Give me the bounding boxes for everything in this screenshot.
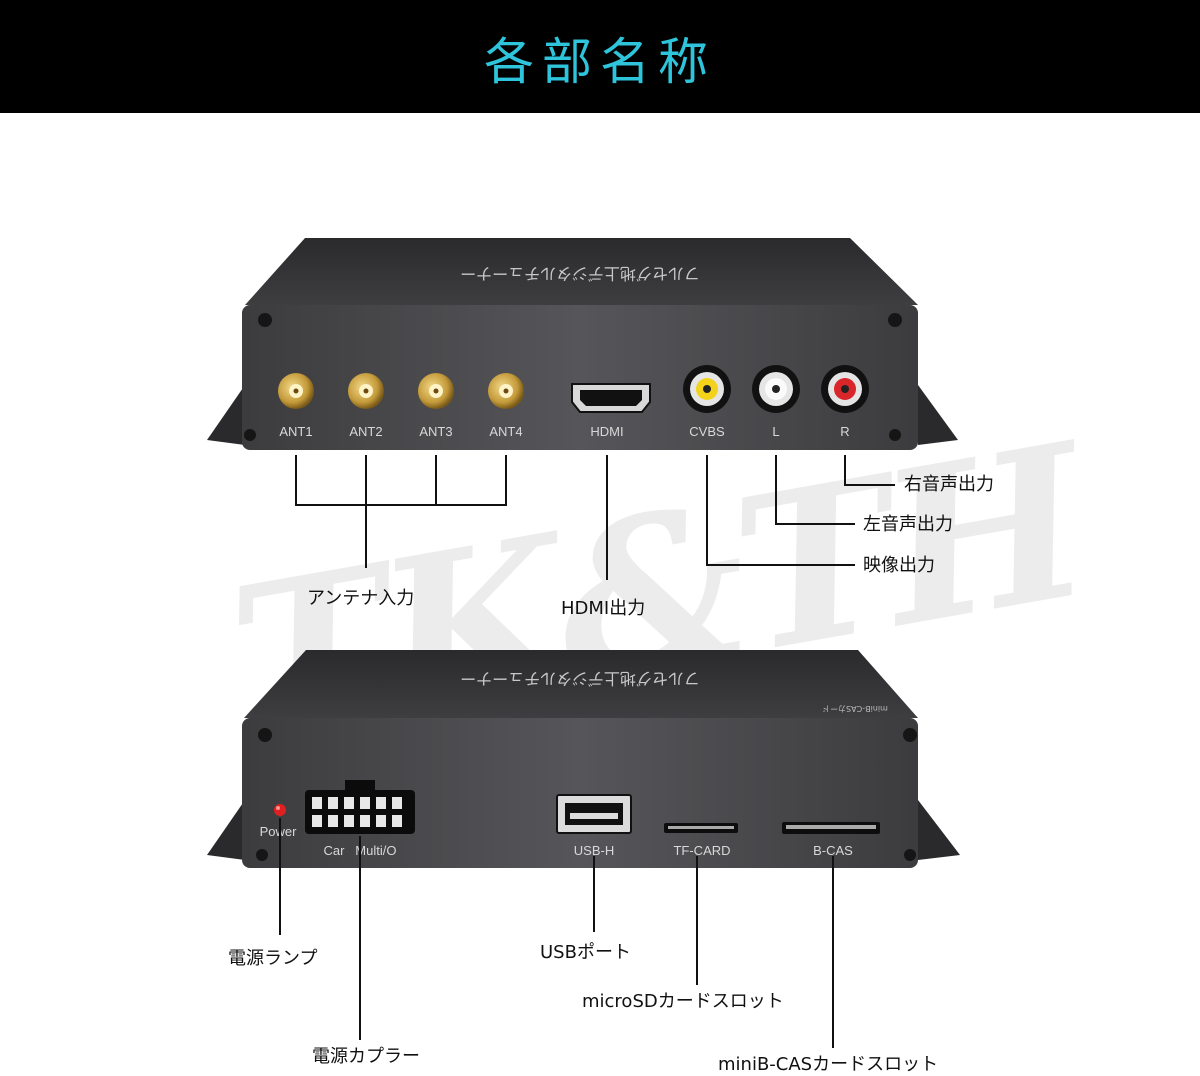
ant4-connector[interactable] xyxy=(488,373,524,409)
callout-minibcas-slot: miniB-CASカードスロット xyxy=(718,1054,939,1075)
page-title: 各部名称 xyxy=(484,33,716,91)
callout-power-lamp: 電源ランプ xyxy=(228,948,318,969)
power-led xyxy=(274,804,286,816)
mount-flange-right xyxy=(918,385,958,445)
top-surface xyxy=(244,650,918,718)
mount-flange-right xyxy=(918,800,960,860)
callout-hdmi-output: HDMI出力 xyxy=(561,598,646,619)
screw-icon xyxy=(258,728,272,742)
ant2-connector[interactable] xyxy=(348,373,384,409)
callout-power-coupler: 電源カプラー xyxy=(312,1046,420,1067)
front-panel xyxy=(242,305,918,450)
screw-icon xyxy=(258,313,272,327)
callout-video-output: 映像出力 xyxy=(863,555,935,576)
callout-lines-top xyxy=(295,455,895,580)
ant3-connector[interactable] xyxy=(418,373,454,409)
device-top: フルセグ地上デジタルチューナー ANT1 xyxy=(207,238,958,450)
screw-icon xyxy=(904,849,916,861)
top-surface xyxy=(245,238,918,305)
top-print: フルセグ地上デジタルチューナー xyxy=(460,264,700,283)
ant1-connector[interactable] xyxy=(278,373,314,409)
audio-left-jack[interactable] xyxy=(752,365,800,413)
power-port-label: Power xyxy=(260,824,298,839)
screw-icon xyxy=(889,429,901,441)
mount-flange-left xyxy=(207,385,245,445)
callout-antenna-input: アンテナ入力 xyxy=(307,588,415,609)
callout-audio-right-output: 右音声出力 xyxy=(904,474,994,495)
ant1-port-label: ANT1 xyxy=(279,424,312,439)
audio-right-port-label: R xyxy=(840,424,849,439)
hdmi-port-label: HDMI xyxy=(590,424,623,439)
callout-microsd-slot: microSDカードスロット xyxy=(582,991,784,1012)
screw-icon xyxy=(888,313,902,327)
cvbs-jack[interactable] xyxy=(683,365,731,413)
callout-usb-port: USBポート xyxy=(540,942,631,963)
bcas-slot[interactable] xyxy=(782,822,880,834)
header-bar: 各部名称 xyxy=(0,0,1200,113)
tf-card-port-label: TF-CARD xyxy=(673,843,730,858)
multi-io-connector[interactable] xyxy=(305,780,415,834)
screw-icon xyxy=(903,728,917,742)
screw-icon xyxy=(244,429,256,441)
mount-flange-left xyxy=(207,800,245,860)
ant2-port-label: ANT2 xyxy=(349,424,382,439)
tf-card-slot[interactable] xyxy=(664,823,738,833)
ant3-port-label: ANT3 xyxy=(419,424,452,439)
ant4-port-label: ANT4 xyxy=(489,424,522,439)
cvbs-port-label: CVBS xyxy=(689,424,725,439)
card-print: miniB-CASカード xyxy=(822,704,888,713)
screw-icon xyxy=(256,849,268,861)
top-print: フルセグ地上デジタルチューナー xyxy=(460,669,700,688)
callout-audio-left-output: 左音声出力 xyxy=(863,514,953,535)
hdmi-port[interactable] xyxy=(571,383,651,413)
callout-lines-bottom xyxy=(279,818,834,1048)
usb-port[interactable] xyxy=(556,794,632,834)
audio-left-port-label: L xyxy=(772,424,779,439)
usb-port-label: USB-H xyxy=(574,843,614,858)
bcas-port-label: B-CAS xyxy=(813,843,853,858)
device-bottom: フルセグ地上デジタルチューナー miniB-CASカード xyxy=(207,650,960,868)
audio-right-jack[interactable] xyxy=(821,365,869,413)
